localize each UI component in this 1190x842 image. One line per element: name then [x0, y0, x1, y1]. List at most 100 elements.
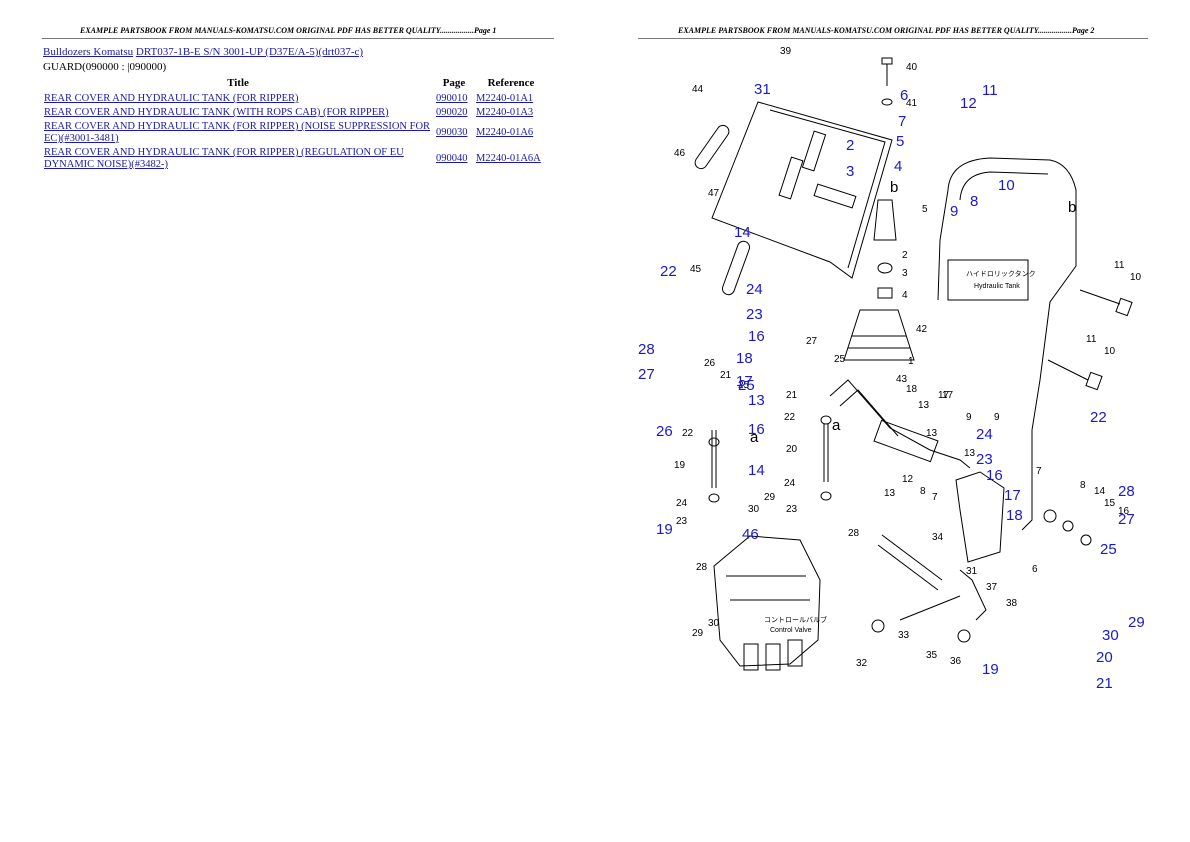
part-number: 23 — [786, 504, 798, 515]
part-number: 32 — [856, 658, 868, 669]
part-number: 30 — [708, 618, 720, 629]
breadcrumb-model-link[interactable]: DRT037-1B-E S/N 3001-UP (D37E/A-5)(drt03… — [135, 46, 364, 58]
table-row: REAR COVER AND HYDRAULIC TANK (FOR RIPPE… — [42, 146, 548, 172]
row-reference-link[interactable]: M2240-01A3 — [476, 107, 534, 118]
hydraulic-tank-shape — [937, 157, 1077, 531]
part-number: 1 — [908, 356, 914, 367]
callout-number: 19 — [982, 661, 999, 678]
part-number: 17 — [942, 390, 954, 401]
part-number: 24 — [784, 478, 796, 489]
callout-number: 26 — [656, 423, 673, 440]
callout-number: 27 — [638, 366, 655, 383]
part-number: 25 — [738, 380, 750, 391]
part-number: 17 — [938, 390, 950, 401]
callout-number: 25 — [1100, 541, 1117, 558]
part-number: 3 — [902, 268, 908, 279]
row-reference-link[interactable]: M2240-01A1 — [476, 93, 534, 104]
callout-number: 18 — [1006, 507, 1023, 524]
part-number: 44 — [692, 84, 704, 95]
part-number: 11 — [1114, 260, 1125, 271]
callout-number: 14 — [734, 224, 751, 241]
rod-shape — [708, 415, 1092, 643]
view-b-label: b — [890, 179, 898, 196]
control-valve-jp-label: コントロールバルブ — [764, 615, 827, 624]
row-page-link[interactable]: 090020 — [436, 107, 468, 118]
callout-number: 29 — [1128, 614, 1145, 631]
callout-number: 16 — [748, 421, 765, 438]
linkage-shape — [829, 379, 1005, 621]
part-number: 5 — [922, 204, 928, 215]
callout-number: 17 — [1004, 487, 1021, 504]
breadcrumb-brand-link[interactable]: Bulldozers Komatsu — [43, 46, 134, 58]
callout-number: 21 — [1096, 675, 1113, 692]
part-number: 13 — [926, 428, 938, 439]
part-number: 31 — [966, 566, 978, 577]
part-number: 7 — [1036, 466, 1042, 477]
part-number: 21 — [720, 370, 732, 381]
part-number: 45 — [690, 264, 702, 275]
callout-number: 20 — [1096, 649, 1113, 666]
callout-number: 11 — [982, 82, 998, 99]
part-number: 33 — [898, 630, 910, 641]
row-page-link[interactable]: 090040 — [436, 153, 468, 164]
callout-number: 10 — [998, 177, 1015, 194]
callout-number: 22 — [1090, 409, 1107, 426]
part-number: 18 — [906, 384, 918, 395]
row-title-link[interactable]: REAR COVER AND HYDRAULIC TANK (WITH ROPS… — [44, 107, 389, 118]
callout-number: 8 — [970, 193, 978, 210]
column-header-title: Title — [227, 77, 249, 89]
callout-number: 16 — [986, 467, 1003, 484]
parts-table: Title Page Reference REAR COVER AND HYDR… — [42, 76, 548, 172]
part-number: 22 — [682, 428, 694, 439]
row-page-link[interactable]: 090010 — [436, 93, 468, 104]
breadcrumb: Bulldozers Komatsu DRT037-1B-E S/N 3001-… — [43, 46, 363, 58]
row-title-link[interactable]: REAR COVER AND HYDRAULIC TANK (FOR RIPPE… — [44, 93, 299, 104]
part-number: 28 — [848, 528, 860, 539]
part-number: 2 — [902, 250, 908, 261]
part-number: 34 — [932, 532, 944, 543]
callout-number: 25 — [738, 377, 755, 394]
boot-shape — [843, 309, 915, 361]
callout-number: 24 — [976, 426, 993, 443]
handle-shape — [694, 124, 730, 170]
part-number: 16 — [1118, 506, 1130, 517]
part-number: 8 — [1080, 480, 1086, 491]
row-page-link[interactable]: 090030 — [436, 127, 468, 138]
part-number: 40 — [906, 62, 918, 73]
column-header-reference: Reference — [487, 77, 535, 89]
table-row: REAR COVER AND HYDRAULIC TANK (WITH ROPS… — [42, 106, 548, 120]
part-number: 41 — [906, 98, 918, 109]
part-number: 20 — [786, 444, 798, 455]
callout-number: 27 — [1118, 511, 1135, 528]
row-reference-link[interactable]: M2240-01A6A — [476, 153, 541, 164]
row-reference-link[interactable]: M2240-01A6 — [476, 127, 534, 138]
lever-knob-shape — [873, 199, 897, 299]
part-number: 11 — [1086, 334, 1097, 345]
table-row: REAR COVER AND HYDRAULIC TANK (FOR RIPPE… — [42, 120, 548, 146]
callout-number: 24 — [746, 281, 763, 298]
part-number: 21 — [786, 390, 798, 401]
callout-labels: 31 2 3 6 5 7 4 12 11 10 9 8 14 22 24 23 … — [638, 81, 1145, 692]
part-number: 13 — [884, 488, 896, 499]
row-title-link[interactable]: REAR COVER AND HYDRAULIC TANK (FOR RIPPE… — [44, 147, 404, 170]
callout-number: 18 — [736, 350, 753, 367]
bolt-shape — [1047, 289, 1133, 391]
callout-number: 7 — [898, 113, 906, 130]
callout-number: 5 — [896, 133, 904, 150]
callout-number: 16 — [748, 328, 765, 345]
row-title-link[interactable]: REAR COVER AND HYDRAULIC TANK (FOR RIPPE… — [44, 121, 431, 144]
part-number: 26 — [704, 358, 716, 369]
part-number: 29 — [764, 492, 776, 503]
page-header-left: EXAMPLE PARTSBOOK FROM MANUALS-KOMATSU.C… — [80, 26, 497, 35]
part-number: 39 — [780, 46, 792, 57]
part-number: 25 — [834, 354, 846, 365]
part-number: 30 — [748, 504, 760, 515]
part-number: 42 — [916, 324, 928, 335]
callout-number: 30 — [1102, 627, 1119, 644]
part-number: 35 — [926, 650, 938, 661]
part-number: 43 — [896, 374, 908, 385]
callout-number: 17 — [736, 373, 753, 390]
callout-number: 28 — [638, 341, 655, 358]
hydraulic-tank-jp-label: ハイドロリックタンク — [966, 269, 1036, 278]
callout-number: 31 — [754, 81, 771, 98]
